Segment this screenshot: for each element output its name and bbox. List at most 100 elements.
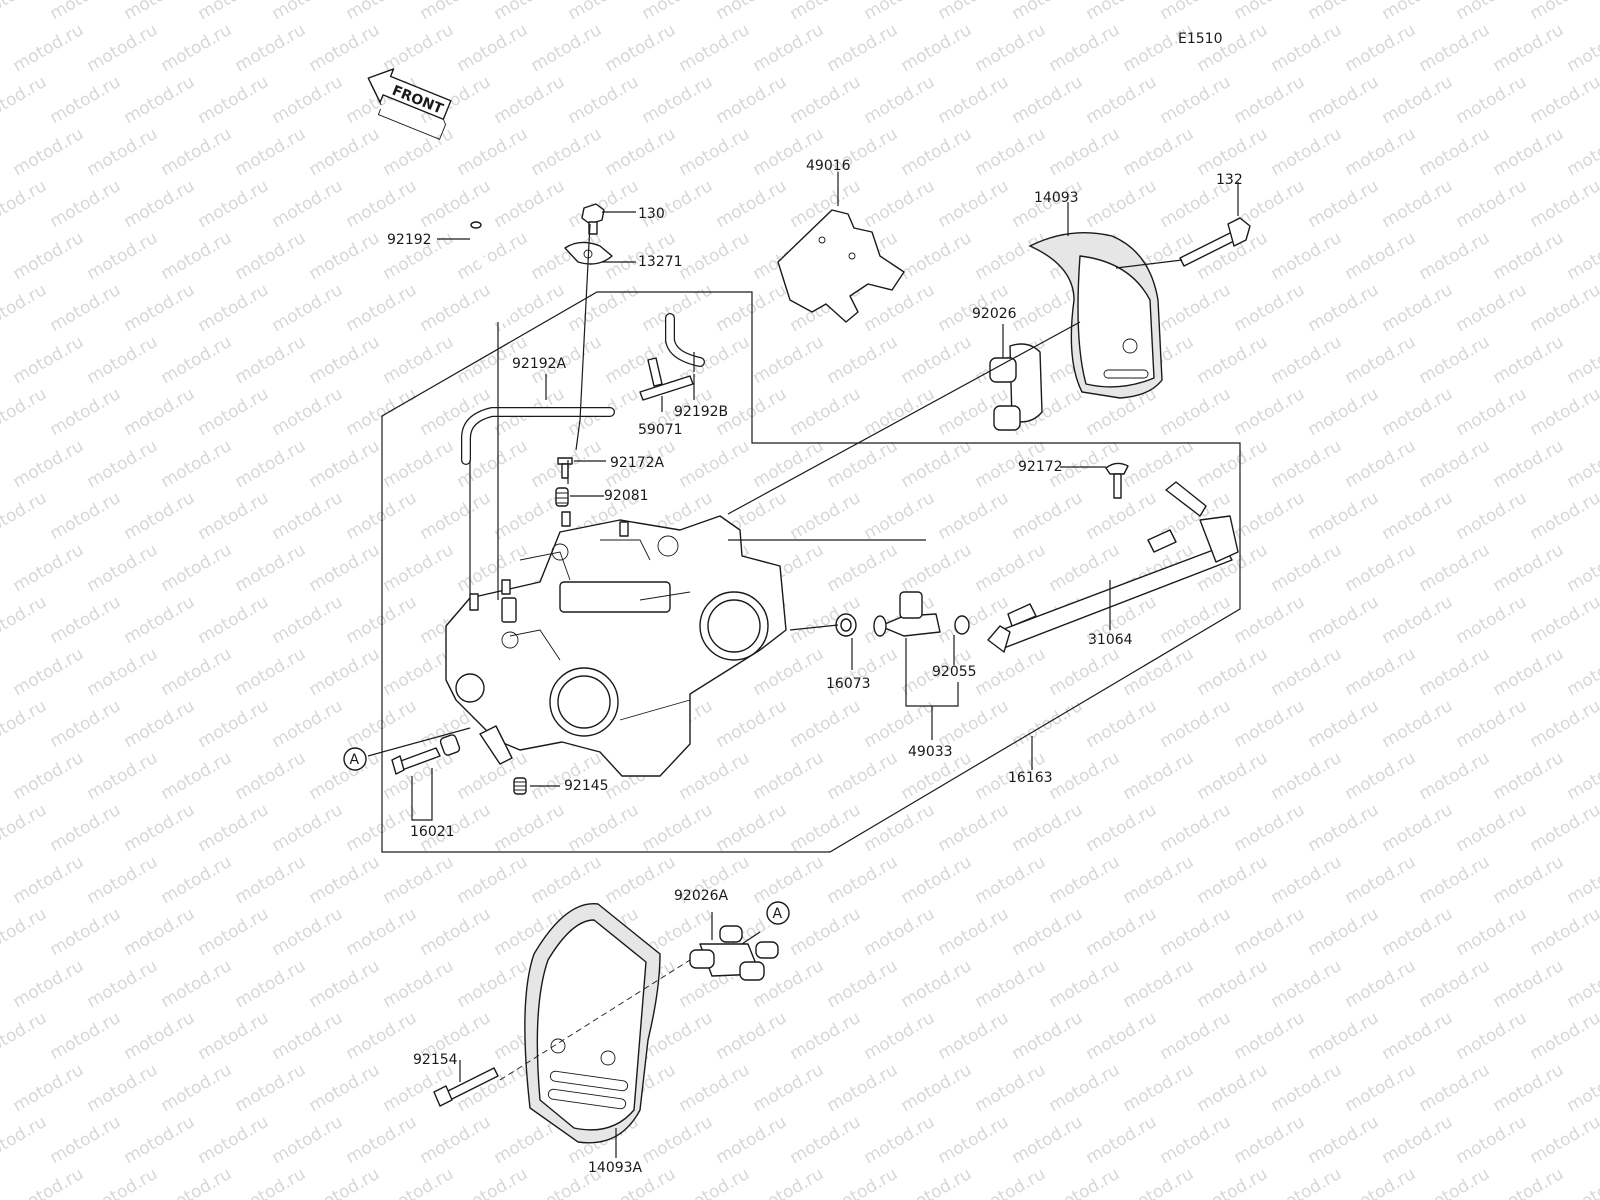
watermark-text: motod.ru [528, 124, 606, 180]
watermark-text: motod.ru [676, 748, 754, 804]
watermark-text: motod.ru [750, 20, 828, 76]
watermark-text: motod.ru [1305, 384, 1383, 440]
watermark-text: motod.ru [1194, 332, 1272, 388]
watermark-text: motod.ru [1564, 332, 1600, 388]
watermark-text: motod.ru [269, 1112, 347, 1168]
watermark-text: motod.ru [47, 1112, 125, 1168]
watermark-text: motod.ru [343, 0, 421, 24]
watermark-text: motod.ru [565, 800, 643, 856]
watermark-text: motod.ru [0, 0, 50, 24]
watermark-text: motod.ru [676, 1164, 754, 1200]
watermark-text: motod.ru [1342, 436, 1420, 492]
watermark-text: motod.ru [1342, 332, 1420, 388]
watermark-text: motod.ru [1009, 1008, 1087, 1064]
watermark-text: motod.ru [639, 1112, 717, 1168]
watermark-text: motod.ru [417, 904, 495, 960]
label-92172A: 92172A [610, 455, 665, 471]
watermark-text: motod.ru [528, 852, 606, 908]
watermark-text: motod.ru [158, 540, 236, 596]
watermark-text: motod.ru [750, 1164, 828, 1200]
watermark-text: motod.ru [380, 1164, 458, 1200]
watermark-text: motod.ru [1120, 956, 1198, 1012]
watermark-text: motod.ru [158, 1164, 236, 1200]
watermark-text: motod.ru [713, 1112, 791, 1168]
watermark-text: motod.ru [1416, 228, 1494, 284]
watermark-text: motod.ru [343, 1112, 421, 1168]
watermark-text: motod.ru [1083, 800, 1161, 856]
label-130: 130 [638, 206, 665, 222]
watermark-text: motod.ru [1379, 488, 1457, 544]
watermark-text: motod.ru [158, 124, 236, 180]
watermark-text: motod.ru [269, 696, 347, 752]
watermark-text: motod.ru [121, 384, 199, 440]
watermark-text: motod.ru [1268, 1060, 1346, 1116]
watermark-text: motod.ru [1305, 72, 1383, 128]
watermark-text: motod.ru [121, 592, 199, 648]
watermark-text: motod.ru [84, 332, 162, 388]
watermark-text: motod.ru [1527, 488, 1600, 544]
watermark-text: motod.ru [1194, 1164, 1272, 1200]
watermark-text: motod.ru [1268, 436, 1346, 492]
watermark-text: motod.ru [158, 956, 236, 1012]
watermark-text: motod.ru [750, 644, 828, 700]
watermark-text: motod.ru [1194, 20, 1272, 76]
watermark-text: motod.ru [232, 1164, 310, 1200]
leader-lines [367, 172, 1239, 1158]
watermark-text: motod.ru [1194, 1060, 1272, 1116]
throttle-body [445, 511, 787, 777]
watermark-text: motod.ru [750, 1060, 828, 1116]
watermark-text: motod.ru [306, 540, 384, 596]
watermark-text: motod.ru [1231, 696, 1309, 752]
bolt-130 [581, 203, 605, 235]
watermark-text: motod.ru [417, 0, 495, 24]
watermark-text: motod.ru [417, 488, 495, 544]
watermark-text: motod.ru [380, 436, 458, 492]
label-14093: 14093 [1034, 190, 1079, 206]
watermark-text: motod.ru [935, 176, 1013, 232]
watermark-text: motod.ru [1453, 0, 1531, 24]
watermark-text: motod.ru [1564, 20, 1600, 76]
watermark-text: motod.ru [454, 20, 532, 76]
label-132: 132 [1216, 172, 1243, 188]
watermark-text: motod.ru [639, 0, 717, 24]
watermark-text: motod.ru [1231, 280, 1309, 336]
watermark-text: motod.ru [0, 592, 50, 648]
watermark-text: motod.ru [713, 800, 791, 856]
watermark-text: motod.ru [306, 332, 384, 388]
watermark-text: motod.ru [306, 852, 384, 908]
watermark-text: motod.ru [861, 280, 939, 336]
watermark-text: motod.ru [1564, 228, 1600, 284]
watermark-text: motod.ru [158, 852, 236, 908]
watermark-text: motod.ru [232, 1060, 310, 1116]
watermark-text: motod.ru [1083, 1112, 1161, 1168]
watermark-text: motod.ru [1564, 644, 1600, 700]
watermark-text: motod.ru [1231, 488, 1309, 544]
watermark-text: motod.ru [121, 72, 199, 128]
watermark-text: motod.ru [787, 72, 865, 128]
watermark-text: motod.ru [1490, 1164, 1568, 1200]
watermark-text: motod.ru [1194, 748, 1272, 804]
watermark-text: motod.ru [491, 176, 569, 232]
watermark-text: motod.ru [1046, 1060, 1124, 1116]
watermark-text: motod.ru [1083, 72, 1161, 128]
watermark-text: motod.ru [417, 176, 495, 232]
watermark-text: motod.ru [787, 384, 865, 440]
watermark-text: motod.ru [47, 696, 125, 752]
watermark-text: motod.ru [0, 488, 50, 544]
label-92145: 92145 [564, 778, 609, 794]
watermark-text: motod.ru [1342, 852, 1420, 908]
watermark-text: motod.ru [1416, 540, 1494, 596]
watermark-text: motod.ru [713, 176, 791, 232]
watermark-text: motod.ru [380, 852, 458, 908]
watermark-text: motod.ru [10, 540, 88, 596]
watermark-text: motod.ru [1120, 748, 1198, 804]
watermark-text: motod.ru [565, 176, 643, 232]
label-16073: 16073 [826, 676, 871, 692]
watermark-text: motod.ru [972, 956, 1050, 1012]
watermark-text: motod.ru [676, 1060, 754, 1116]
watermark-text: motod.ru [1527, 176, 1600, 232]
watermark-text: motod.ru [0, 176, 50, 232]
watermark-text: motod.ru [1157, 72, 1235, 128]
watermark-text: motod.ru [306, 436, 384, 492]
